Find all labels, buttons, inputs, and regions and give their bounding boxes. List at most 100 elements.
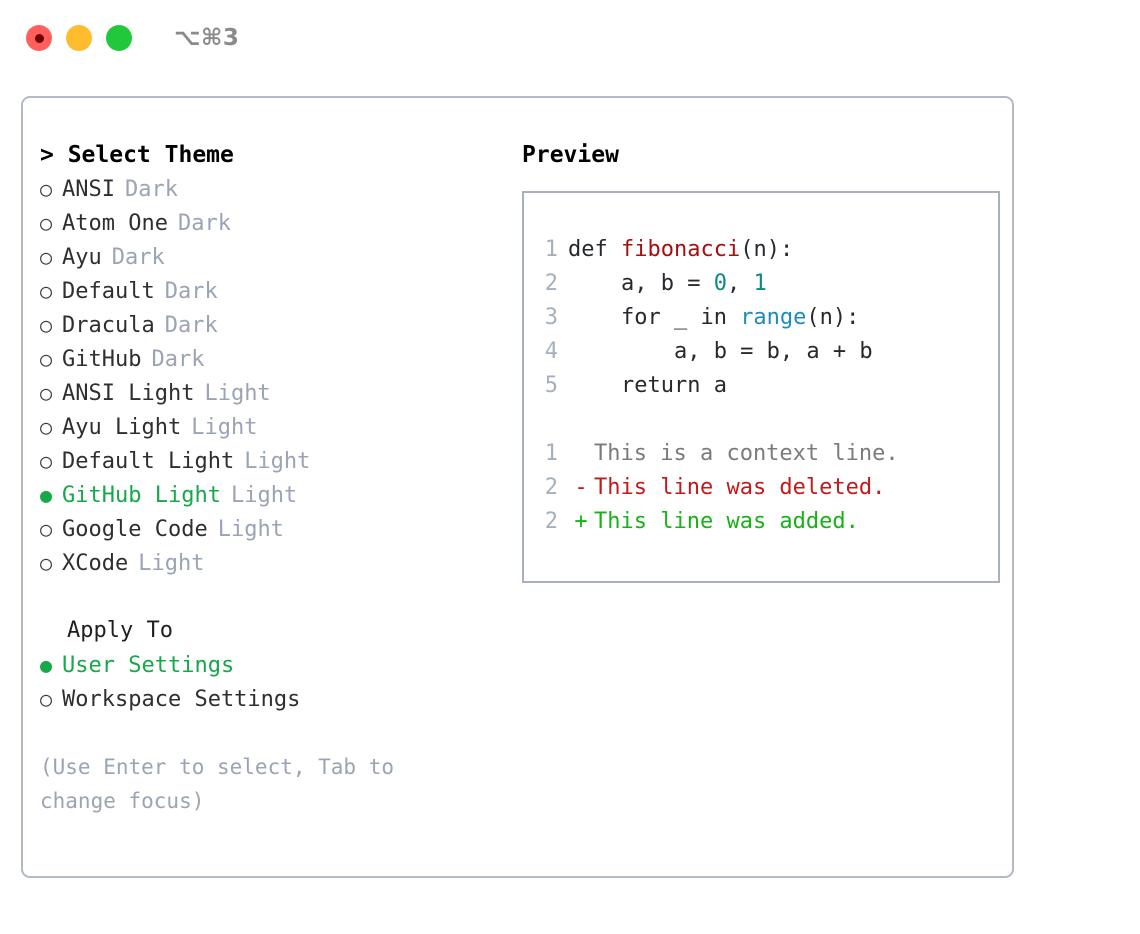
- radio-unselected-icon: ○: [40, 517, 53, 541]
- diff-line-number: 1: [544, 441, 558, 466]
- code-token: for _ in: [568, 305, 741, 330]
- minimize-button[interactable]: [66, 25, 92, 51]
- theme-variant-tag: Light: [204, 381, 271, 406]
- apply-to-option-label: Workspace Settings: [62, 687, 301, 712]
- theme-variant-tag: Light: [191, 415, 258, 440]
- theme-option-label: Dracula: [62, 313, 155, 338]
- code-line-number: 4: [544, 339, 558, 364]
- theme-variant-tag: Light: [230, 483, 298, 508]
- code-line-number: 3: [544, 305, 558, 330]
- theme-option-ansi[interactable]: ○ ANSI Dark: [40, 172, 510, 206]
- diff-line-context: 1 This is a context line.: [524, 437, 998, 471]
- diff-line-number: 2: [544, 475, 558, 500]
- code-token: a, b = b, a + b: [568, 339, 873, 364]
- theme-variant-tag: Dark: [151, 347, 205, 372]
- radio-unselected-icon: ○: [40, 449, 53, 473]
- code-token: (n):: [806, 305, 860, 330]
- theme-option-github[interactable]: ○ GitHub Dark: [40, 342, 510, 376]
- radio-unselected-icon: ○: [40, 245, 53, 269]
- theme-option-label: Ayu: [62, 245, 102, 270]
- theme-variant-tag: Light: [138, 551, 205, 576]
- code-token: (n):: [740, 237, 794, 262]
- radio-unselected-icon: ○: [40, 415, 53, 439]
- theme-variant-tag: Dark: [111, 245, 165, 270]
- theme-option-ayu[interactable]: ○ Ayu Dark: [40, 240, 510, 274]
- theme-option-atom-one[interactable]: ○ Atom One Dark: [40, 206, 510, 240]
- spacer: [524, 403, 998, 437]
- radio-unselected-icon: ○: [40, 177, 53, 201]
- theme-option-ayu-light[interactable]: ○ Ayu Light Light: [40, 410, 510, 444]
- apply-to-option-user-settings[interactable]: ● User Settings: [40, 648, 510, 682]
- theme-variant-tag: Dark: [124, 177, 178, 202]
- window-controls: [26, 25, 132, 51]
- close-button[interactable]: [26, 25, 52, 51]
- apply-to-option-workspace-settings[interactable]: ○ Workspace Settings: [40, 682, 510, 716]
- theme-option-default-light[interactable]: ○ Default Light Light: [40, 444, 510, 478]
- code-line-content: return a: [568, 369, 727, 403]
- apply-to-heading: Apply To: [67, 618, 173, 643]
- preview-heading: Preview: [522, 142, 619, 168]
- radio-selected-icon: ●: [40, 483, 53, 507]
- maximize-button[interactable]: [106, 25, 132, 51]
- theme-option-label: Default Light: [62, 449, 235, 474]
- diff-line-text: This line was added.: [594, 509, 859, 534]
- code-line: 2 a, b = 0, 1: [524, 267, 998, 301]
- code-line-number: 5: [544, 373, 558, 398]
- theme-option-label: ANSI: [62, 177, 115, 202]
- keyboard-hint: (Use Enter to select, Tab to change focu…: [40, 755, 395, 813]
- radio-unselected-icon: ○: [40, 211, 53, 235]
- radio-selected-icon: ●: [40, 653, 53, 677]
- code-token-number: 1: [753, 271, 767, 296]
- code-token-number: 0: [713, 271, 727, 296]
- theme-option-label: XCode: [62, 551, 129, 576]
- theme-option-label: ANSI Light: [62, 381, 195, 406]
- theme-option-github-light[interactable]: ● GitHub Light Light: [40, 478, 510, 512]
- diff-marker: +: [574, 509, 588, 534]
- radio-unselected-icon: ○: [40, 347, 53, 371]
- code-token: def: [568, 237, 621, 262]
- theme-option-label: Ayu Light: [62, 415, 182, 440]
- radio-unselected-icon: ○: [40, 279, 53, 303]
- theme-option-dracula[interactable]: ○ Dracula Dark: [40, 308, 510, 342]
- radio-unselected-icon: ○: [40, 313, 53, 337]
- code-token: a, b =: [568, 271, 714, 296]
- select-theme-heading: > Select Theme: [40, 142, 234, 168]
- theme-variant-tag: Dark: [164, 313, 218, 338]
- diff-line-added: 2 +This line was added.: [524, 505, 998, 539]
- apply-to-option-label: User Settings: [62, 653, 235, 678]
- code-token-function: fibonacci: [620, 237, 741, 262]
- diff-line-number: 2: [544, 509, 558, 534]
- theme-option-label: Atom One: [62, 211, 168, 236]
- diff-marker: [568, 437, 594, 471]
- code-line: 5 return a: [524, 369, 998, 403]
- diff-line-text: This line was deleted.: [594, 475, 886, 500]
- radio-unselected-icon: ○: [40, 687, 53, 711]
- theme-variant-tag: Dark: [164, 279, 218, 304]
- code-line-number: 1: [544, 237, 558, 262]
- apply-to-block: Apply To ● User Settings ○ Workspace Settin…: [40, 614, 510, 716]
- code-token: ,: [726, 271, 754, 296]
- diff-marker: -: [574, 475, 588, 500]
- diff-line-text: This is a context line.: [594, 441, 899, 466]
- theme-option-label: GitHub Light: [62, 483, 221, 508]
- code-line-content: def fibonacci(n):: [568, 233, 793, 267]
- theme-variant-tag: Light: [244, 449, 311, 474]
- code-line: 3 for _ in range(n):: [524, 301, 998, 335]
- apply-to-options: ● User Settings ○ Workspace Settings: [40, 648, 510, 716]
- code-line: 1 def fibonacci(n):: [524, 233, 998, 267]
- code-line-content: a, b = 0, 1: [568, 267, 767, 301]
- theme-variant-tag: Light: [217, 517, 284, 542]
- theme-variant-tag: Dark: [177, 211, 231, 236]
- code-token-call: range: [740, 305, 807, 330]
- theme-option-label: GitHub: [62, 347, 142, 372]
